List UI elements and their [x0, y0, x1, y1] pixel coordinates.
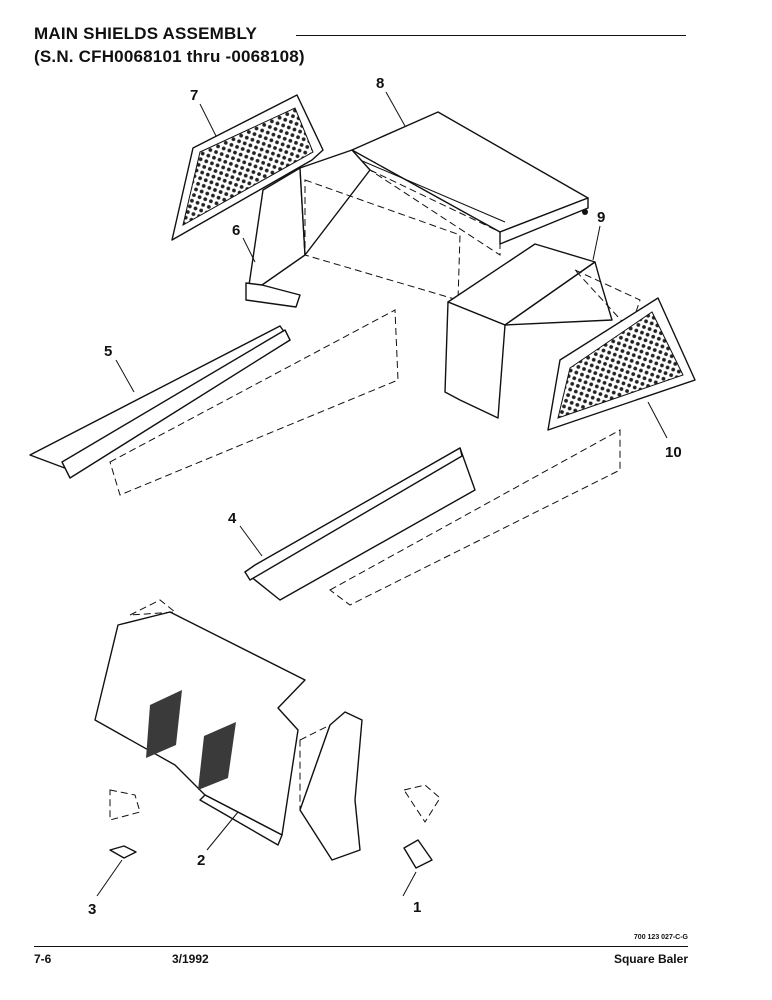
callout-6: 6: [232, 222, 240, 239]
part-5-left-lower-rail: [29, 309, 399, 496]
part-8-top-shield: [351, 111, 589, 245]
callout-10: 10: [665, 444, 682, 461]
drawing-code: 700 123 027-C-G: [633, 934, 688, 941]
callout-4: 4: [228, 510, 237, 527]
footer-rule: [34, 946, 688, 947]
callout-2: 2: [197, 852, 205, 869]
revision-date: 3/1992: [172, 952, 209, 966]
part-9-right-side-shield: [444, 243, 641, 419]
page-number: 7-6: [34, 952, 52, 966]
part-1-bracket: [403, 784, 441, 869]
callout-5: 5: [104, 343, 112, 360]
callout-9: 9: [597, 209, 605, 226]
callout-7: 7: [190, 87, 198, 104]
product-name: Square Baler: [613, 952, 688, 966]
leader-lines: [96, 91, 668, 897]
part-7-left-grille: [171, 94, 324, 241]
part-6-left-side-shield: [245, 149, 501, 308]
part-4-right-lower-rail: [244, 429, 621, 606]
diagram-title: MAIN SHIELDS ASSEMBLY: [34, 24, 258, 43]
support-bracket: [299, 711, 363, 861]
part-3-bracket: [109, 789, 141, 859]
diagram-subtitle: (S.N. CFH0068101 thru -0068108): [34, 47, 305, 66]
title-rule: [296, 35, 686, 36]
callout-8: 8: [376, 75, 384, 92]
callout-1: 1: [413, 899, 421, 916]
part-10-right-grille: [547, 297, 696, 431]
callout-3: 3: [88, 901, 96, 918]
part-2-front-shield: [94, 599, 306, 846]
